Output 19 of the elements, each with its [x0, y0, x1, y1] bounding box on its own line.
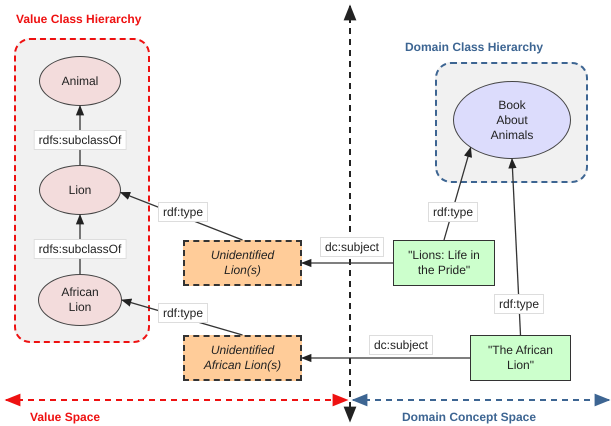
- arrow: [300, 354, 470, 362]
- edge-label: rdfs:subclassOf: [34, 239, 126, 259]
- space-label: Domain Concept Space: [402, 410, 536, 424]
- instance-box: Unidentified African Lion(s): [183, 335, 302, 381]
- edge-label: rdfs:subclassOf: [34, 130, 126, 150]
- edge-label: dc:subject: [320, 237, 384, 257]
- edge-label: rdf:type: [158, 202, 208, 222]
- arrow: [508, 158, 522, 336]
- book-box: "Lions: Life in the Pride": [393, 240, 495, 286]
- space-label: Value Space: [30, 410, 100, 424]
- group-heading: Domain Class Hierarchy: [405, 40, 544, 54]
- edge-label: dc:subject: [368, 335, 434, 355]
- group-heading: Value Class Hierarchy: [16, 12, 142, 26]
- book-box: "The African Lion": [470, 335, 571, 381]
- edge-label: rdf:type: [158, 303, 208, 323]
- edge-label: rdf:type: [428, 202, 478, 222]
- instance-box: Unidentified Lion(s): [183, 240, 302, 286]
- arrow: [300, 258, 393, 268]
- edge-label: rdf:type: [494, 294, 544, 314]
